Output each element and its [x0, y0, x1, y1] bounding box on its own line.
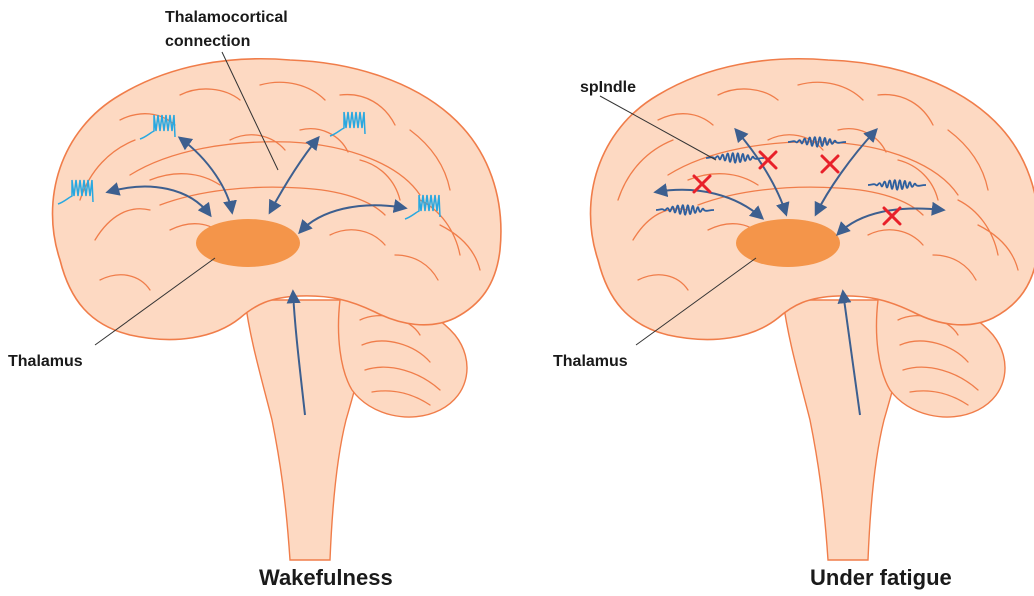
thalamus — [736, 219, 840, 267]
thalamus — [196, 219, 300, 267]
brain-outline — [591, 59, 1034, 560]
caption-under-fatigue: Under fatigue — [810, 565, 952, 590]
wakefulness-brain — [53, 52, 501, 560]
fatigue-brain — [591, 59, 1034, 560]
thalamus-label-left: Thalamus — [8, 353, 83, 370]
thalamocortical-label-line1: Thalamocortical — [165, 9, 288, 26]
thalamocortical-label-line2: connection — [165, 33, 250, 50]
brain-outline — [53, 59, 501, 560]
thalamus-label-right: Thalamus — [553, 353, 628, 370]
caption-wakefulness: Wakefulness — [259, 565, 393, 590]
spindle-label: spIndle — [580, 79, 636, 96]
